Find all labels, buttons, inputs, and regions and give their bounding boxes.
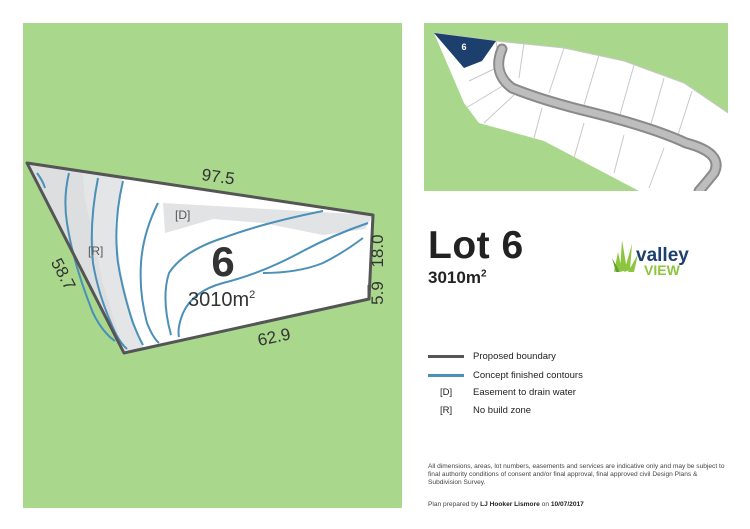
key-map-lot-6[interactable] <box>434 33 496 68</box>
logo-word-view: VIEW <box>644 262 681 278</box>
key-map-lot-6-label: 6 <box>461 42 466 52</box>
contour-line <box>177 222 369 338</box>
lot-plan-map: 6 3010m2 [D] [R] 97.5 18.0 5.9 62.9 58.7 <box>23 23 402 508</box>
prepared-prefix: Plan prepared by <box>428 501 479 508</box>
boundary-line-swatch <box>428 354 464 358</box>
contour-line <box>164 210 324 336</box>
legend-code: [R] <box>440 404 453 416</box>
contour-line <box>262 237 364 274</box>
contour-line <box>36 172 46 189</box>
dimension-right-upper: 18.0 <box>368 234 387 267</box>
no-build-label: [R] <box>88 244 103 258</box>
valley-view-logo: valley VIEW <box>612 236 712 280</box>
contour-line-swatch <box>428 373 464 377</box>
prepared-date: 10/07/2017 <box>550 501 584 508</box>
disclaimer-text: All dimensions, areas, lot numbers, ease… <box>428 463 725 487</box>
logo-word-valley: valley <box>636 245 689 266</box>
key-map-svg: 6 <box>433 32 728 191</box>
legend-item-contours: Concept finished contours <box>428 368 583 382</box>
legend-label: Proposed boundary <box>473 350 556 362</box>
legend-label: No build zone <box>473 404 532 416</box>
lot-number-label: 6 <box>211 238 234 285</box>
legend-item-no-build: [R] No build zone <box>428 403 531 417</box>
prepared-by: Plan prepared by LJ Hooker Lismore on 10… <box>428 501 584 508</box>
dimension-right-lower: 5.9 <box>368 281 387 305</box>
contour-line <box>139 202 160 344</box>
road-centre <box>495 45 720 191</box>
lot-title: Lot 6 <box>428 224 524 267</box>
contour-line <box>115 180 144 346</box>
lot-area-text: 3010m <box>428 268 481 287</box>
lot-plan-svg: 6 3010m2 [D] [R] 97.5 18.0 5.9 62.9 58.7 <box>25 161 387 355</box>
dimension-bottom: 62.9 <box>256 324 292 349</box>
legend-label: Easement to drain water <box>473 386 576 398</box>
contour-line <box>64 172 116 342</box>
legend-label: Concept finished contours <box>473 369 583 381</box>
lot-area-label: 3010m2 <box>188 289 255 311</box>
easement-label: [D] <box>175 208 190 222</box>
lot-area: 3010m2 <box>428 268 487 288</box>
dimension-top: 97.5 <box>200 165 235 188</box>
lot-area-sup: 2 <box>249 289 255 301</box>
lot-area-unit: 2 <box>480 268 487 280</box>
lot-area-value: 3010m <box>188 289 249 311</box>
logo-svg: valley VIEW <box>612 240 689 278</box>
lot-lines <box>433 32 728 189</box>
logo-grass-icon <box>612 240 638 272</box>
prepared-on: on <box>541 501 549 508</box>
contour-line <box>90 177 128 350</box>
contour-lines <box>36 172 369 350</box>
prepared-agent: LJ Hooker Lismore <box>480 501 540 508</box>
easement-to-drain <box>163 203 373 235</box>
legend-code: [D] <box>440 386 453 398</box>
key-map: 6 <box>424 23 728 191</box>
legend-item-boundary: Proposed boundary <box>428 349 556 363</box>
legend-item-easement: [D] Easement to drain water <box>428 385 576 399</box>
